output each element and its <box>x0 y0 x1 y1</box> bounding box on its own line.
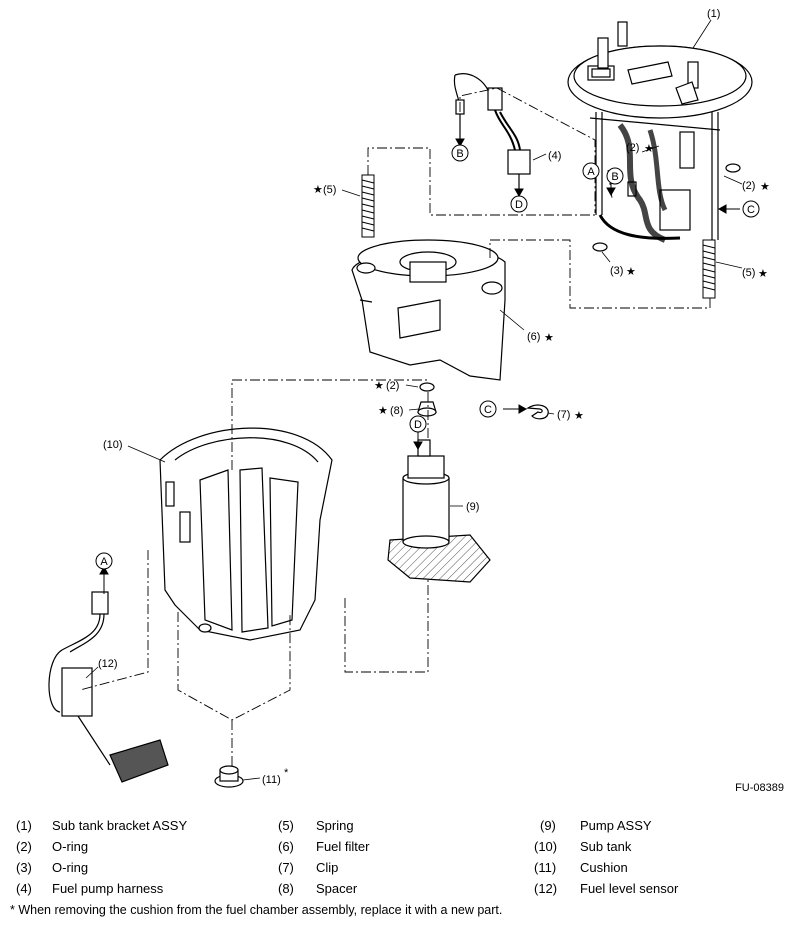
legend-number: (6) <box>278 839 294 854</box>
callout-2-right: (2) <box>742 180 755 192</box>
svg-text:C: C <box>747 204 755 216</box>
spring-left <box>361 174 375 238</box>
legend-number: (8) <box>278 881 294 896</box>
callout-5-left: (5) <box>323 184 336 196</box>
callout-1: (1) <box>707 8 720 20</box>
legend-row: (3) O-ring (7) Clip (11) Cushion <box>10 860 782 881</box>
legend-number: (4) <box>16 881 32 896</box>
star-2-right: ★ <box>760 181 770 193</box>
fuel-level-sensor <box>48 591 169 783</box>
callout-11: (11) <box>262 774 281 786</box>
parts-legend: (1) Sub tank bracket ASSY (5) Spring (9) Pu… <box>10 818 782 902</box>
connector-d-harness: D <box>510 195 528 213</box>
o-ring-3 <box>592 242 608 252</box>
legend-name: Fuel pump harness <box>52 881 164 896</box>
legend-number: (2) <box>16 839 32 854</box>
legend-name: Fuel filter <box>316 839 370 854</box>
spring-right <box>702 239 716 299</box>
star-5-left: ★ <box>313 184 323 196</box>
legend-number: (3) <box>16 860 32 875</box>
connector-b-harness: B <box>451 144 469 162</box>
svg-text:C: C <box>484 404 492 416</box>
o-ring-2-right <box>725 163 741 173</box>
callout-5-right: (5) <box>742 267 755 279</box>
legend-name: O-ring <box>52 839 89 854</box>
svg-text:D: D <box>414 419 422 431</box>
legend-name: Clip <box>316 860 339 875</box>
connector-a-top: A <box>582 162 600 180</box>
callout-3: (3) <box>610 265 623 277</box>
legend-name: Sub tank bracket ASSY <box>52 818 188 833</box>
callout-9: (9) <box>466 501 479 513</box>
legend-number: (10) <box>534 839 558 854</box>
legend-name: Fuel level sensor <box>580 881 679 896</box>
footnote: * When removing the cushion from the fue… <box>10 903 503 917</box>
arrows <box>99 125 740 594</box>
fuel-filter <box>351 239 506 381</box>
legend-number: (11) <box>534 860 557 875</box>
svg-text:B: B <box>611 171 618 183</box>
legend-name: Spacer <box>316 881 358 896</box>
star-7: ★ <box>574 410 584 422</box>
legend-name: Spring <box>316 818 354 833</box>
star-2-upper: ★ <box>644 143 654 155</box>
connector-c-top: C <box>742 200 760 218</box>
connector-b-top: B <box>606 167 624 185</box>
legend-name: Cushion <box>580 860 628 875</box>
callout-11-asterisk: * <box>284 767 289 779</box>
callout-4: (4) <box>548 150 561 162</box>
legend-number: (7) <box>278 860 294 875</box>
star-8: ★ <box>378 405 388 417</box>
legend-number: (9) <box>540 818 556 833</box>
connector-c-clip: C <box>479 400 497 418</box>
legend-row: (4) Fuel pump harness (8) Spacer (12) Fuel … <box>10 881 782 902</box>
svg-text:D: D <box>515 199 523 211</box>
figure-id: FU-08389 <box>735 782 784 794</box>
legend-row: (1) Sub tank bracket ASSY (5) Spring (9) Pu… <box>10 818 782 839</box>
callout-6: (6) <box>527 331 540 343</box>
callout-8: (8) <box>390 405 403 417</box>
exploded-diagram: A B B D C C D A (1) (2) ★ (2) ★ (4) ★ (5… <box>48 8 770 788</box>
leader-lines <box>85 19 743 781</box>
star-2-center: ★ <box>374 380 384 392</box>
callout-2-center: (2) <box>386 380 399 392</box>
connector-d-pump: D <box>409 415 427 433</box>
callout-2-upper: (2) <box>626 142 639 154</box>
assembly-lines <box>79 87 711 768</box>
star-6: ★ <box>544 332 554 344</box>
star-3: ★ <box>626 266 636 278</box>
callout-10: (10) <box>103 439 123 451</box>
pump-assy <box>387 439 491 583</box>
svg-text:A: A <box>587 166 595 178</box>
legend-row: (2) O-ring (6) Fuel filter (10) Sub tank <box>10 839 782 860</box>
star-5-right: ★ <box>758 268 768 280</box>
spacer <box>417 401 437 417</box>
legend-name: O-ring <box>52 860 89 875</box>
legend-name: Pump ASSY <box>580 818 652 833</box>
svg-text:A: A <box>100 556 108 568</box>
sub-tank-bracket-assy <box>567 21 753 243</box>
callout-7: (7) <box>557 409 570 421</box>
legend-number: (5) <box>278 818 294 833</box>
legend-name: Sub tank <box>580 839 632 854</box>
o-ring-2-center <box>419 382 435 392</box>
legend-number: (12) <box>534 881 558 896</box>
legend-number: (1) <box>16 818 32 833</box>
cushion <box>214 765 244 788</box>
svg-text:B: B <box>456 148 463 160</box>
connector-a-sensor: A <box>95 552 113 570</box>
callout-12: (12) <box>98 658 118 670</box>
clip <box>526 404 549 420</box>
sub-tank <box>159 427 333 641</box>
fuel-pump-harness <box>453 73 531 195</box>
